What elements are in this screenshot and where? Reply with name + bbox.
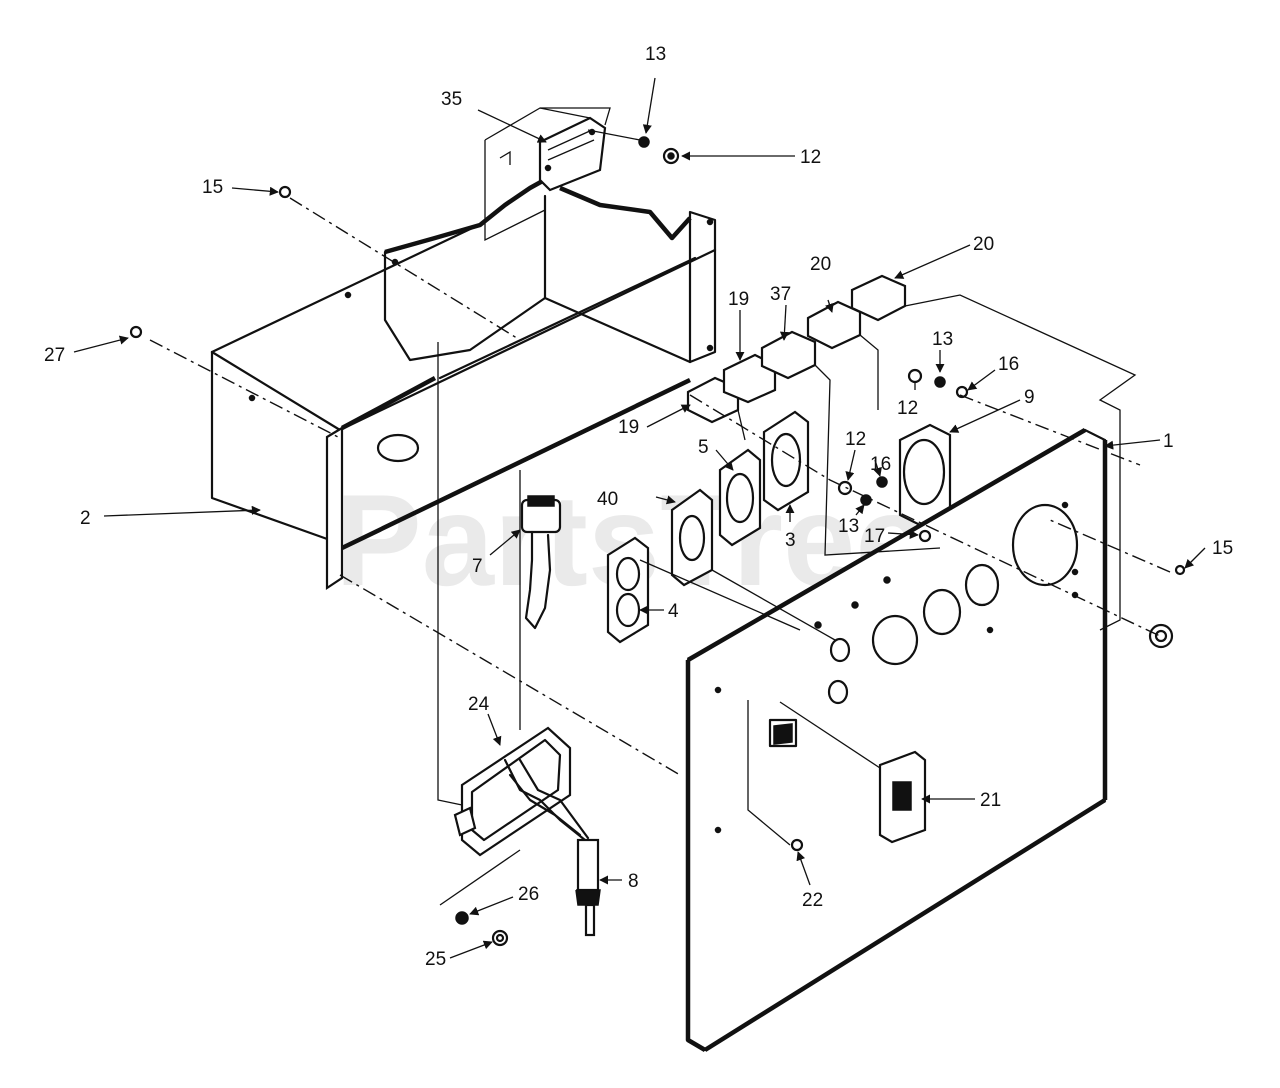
callout-13-low: 13: [838, 516, 859, 537]
callout-35: 35: [441, 89, 462, 110]
callout-24: 24: [468, 694, 490, 715]
outlet-part-4: [606, 536, 650, 644]
callout-21: 21: [980, 790, 1001, 811]
callout-5: 5: [698, 437, 709, 458]
housing-part: [210, 176, 717, 591]
callout-40: 40: [597, 489, 618, 510]
callout-12-low: 12: [845, 429, 866, 450]
callout-9: 9: [1024, 387, 1035, 408]
callout-25: 25: [425, 949, 446, 970]
callout-12-mid: 12: [897, 398, 918, 419]
callout-12-top: 12: [800, 147, 821, 168]
callout-2: 2: [80, 508, 91, 529]
leader-arrows: [73, 77, 1206, 959]
assembly-lines: [149, 107, 1171, 906]
callout-3: 3: [785, 530, 796, 551]
callout-27: 27: [44, 345, 65, 366]
callout-labels: 13 35 12 15 20 20 37 19 13 16 27 12 9 1 …: [44, 44, 1233, 970]
callout-4: 4: [668, 601, 679, 622]
callout-26: 26: [518, 884, 539, 905]
callout-19-top: 19: [728, 289, 749, 310]
callout-8: 8: [628, 871, 639, 892]
callout-15-left: 15: [202, 177, 223, 198]
callout-37: 37: [770, 284, 791, 305]
outlet-part-3: [762, 410, 810, 512]
front-panel-part-1: [685, 428, 1108, 1052]
callout-19-low: 19: [618, 417, 639, 438]
hardware: [129, 136, 1186, 947]
callout-20-mid: 20: [810, 254, 831, 275]
callout-16-top: 16: [998, 354, 1019, 375]
callout-16-low: 16: [870, 454, 891, 475]
callout-13-top: 13: [645, 44, 666, 65]
callout-22: 22: [802, 890, 823, 911]
switch-part-21: [878, 750, 927, 844]
callout-1: 1: [1163, 431, 1174, 452]
circuit-board-part-35: [484, 107, 607, 242]
callout-15-right: 15: [1212, 538, 1233, 559]
callout-7: 7: [472, 556, 483, 577]
regulator-part-24: [453, 726, 601, 937]
rectifier-part-7: [520, 495, 562, 630]
callout-20-right: 20: [973, 234, 994, 255]
callout-17: 17: [864, 526, 885, 547]
callout-13-mid: 13: [932, 329, 953, 350]
outlet-part-5: [718, 448, 762, 547]
